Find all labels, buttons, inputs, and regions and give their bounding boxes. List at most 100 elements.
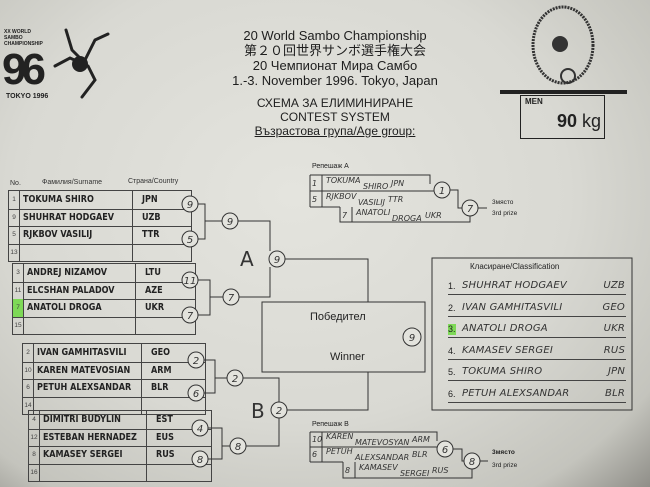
repechage-first-name: KAMASEV (359, 463, 398, 472)
competitor-country: GEO (151, 347, 171, 358)
competitor-country: EST (156, 414, 173, 425)
repechage-last-name: MATEVOSYAN (355, 438, 410, 447)
repechage-first-name: PETUH (326, 447, 353, 456)
seed-number: 7 (13, 299, 24, 317)
classification-country: UZB (603, 280, 625, 291)
competitor-country: ARM (151, 364, 172, 376)
repechage-a-prize-en: 3rd prize (492, 210, 518, 217)
competitor-country: AZE (145, 284, 163, 296)
classification-name: ANATOLI DROGA (462, 323, 548, 334)
logo-text: XX WORLD (4, 29, 31, 35)
classification-place: 1. (448, 281, 456, 291)
classification-country: UKR (603, 323, 625, 334)
bout-winner-circle: 7 (181, 306, 199, 324)
classification-place: 3. (448, 324, 456, 335)
classification-place: 6. (448, 388, 456, 399)
classification-country: JPN (607, 366, 625, 377)
bout-winner-circle: 7 (222, 288, 240, 306)
classification-place: 2. (448, 302, 456, 313)
bout-winner-number: 7 (467, 204, 474, 215)
bout-winner-circle: 11 (181, 271, 199, 289)
repechage-b-prize-bg: 3място (492, 449, 515, 456)
table-row: 13 (9, 243, 191, 261)
repechage-seed: 5 (312, 195, 318, 204)
repechage-a-prize-bg: 3място (492, 199, 514, 206)
classification-name: KAMASEV SERGEI (462, 344, 553, 356)
seed-number: 14 (23, 396, 34, 414)
classification-country: RUS (603, 344, 625, 356)
bout-winner-circle: 8 (229, 437, 247, 455)
bout-winner-circle: 8 (191, 450, 209, 468)
repechage-last-name: DROGA (392, 214, 422, 223)
repechage-b-title: Репешаж В (312, 421, 349, 428)
competitor-country: UKR (145, 302, 165, 313)
competitor-name: ESTEBAN HERNADEZ (43, 431, 137, 443)
dates: 1.-3. November 1996. Tokyo, Japan (232, 73, 438, 88)
classification-name: TOKUMA SHIRO (462, 366, 543, 377)
competitor-country: LTU (145, 267, 161, 278)
repechage-seed: 1 (312, 179, 318, 188)
repechage-country: ARM (412, 435, 430, 444)
seed-number: 13 (9, 243, 20, 261)
competitor-country: EUS (156, 431, 174, 443)
column-divider (135, 264, 136, 334)
repechage-last-name: SERGEI (400, 469, 430, 478)
classification-place: 5. (448, 367, 456, 377)
seed-number: 12 (29, 428, 40, 446)
bout-winner-number: 1 (439, 186, 445, 197)
repechage-seed: 6 (312, 450, 318, 459)
logo-text: SAMBO (4, 35, 23, 41)
bout-winner-number: 6 (193, 389, 199, 400)
classification-row: 5. TOKUMA SHIRO JPN (448, 364, 626, 381)
winner-label-en: Winner (330, 351, 365, 363)
competitor-name: ELCSHAN PALADOV (27, 284, 115, 296)
bout-winner-circle: 2 (187, 351, 205, 369)
competitor-country: UZB (142, 211, 161, 223)
bout-winner-number: 9 (409, 333, 415, 344)
weight-category-box: MEN 90 kg (520, 95, 605, 139)
title-en: 20 World Sambo Championship (243, 28, 427, 43)
bout-winner-circle: 1 (433, 181, 451, 199)
bout-winner-number: 8 (469, 457, 475, 468)
seed-number: 1 (9, 191, 20, 209)
bout-winner-circle: 9 (268, 250, 286, 268)
bout-winner-number: 8 (197, 455, 203, 466)
bout-winner-number: 7 (187, 311, 194, 322)
bout-winner-number: 4 (197, 424, 203, 435)
scheme-en: CONTEST SYSTEM (280, 110, 390, 124)
bout-winner-number: 2 (276, 406, 282, 417)
fias-emblem-icon (500, 5, 627, 94)
repechage-a-title: Репешаж А (312, 163, 349, 170)
repechage-first-name: RJKBOV (326, 192, 357, 201)
competitor-name: IVAN GAMHITASVILI (37, 347, 127, 358)
bout-winner-number: 2 (232, 374, 238, 385)
repechage-last-name: VASILIJ (358, 198, 386, 207)
competitor-name: RJKBOV VASILIJ (23, 229, 93, 240)
bout-winner-number: 9 (274, 255, 280, 266)
group-a-label: A (240, 247, 254, 271)
col-country: Страна/Country (128, 178, 179, 185)
wrestler-figures-icon (53, 28, 110, 99)
scheme-bg: СХЕМА ЗА ЕЛИМИНИРАНЕ (256, 96, 414, 110)
logo-96: 96 (2, 45, 46, 94)
bout-winner-number: 9 (187, 200, 193, 211)
bout-winner-circle: 9 (181, 195, 199, 213)
bout-winner-circle: 6 (187, 384, 205, 402)
weight-unit: kg (581, 111, 601, 131)
bout-winner-circle: 2 (270, 401, 288, 419)
repechage-country: BLR (412, 450, 428, 459)
repechage-seed: 10 (312, 435, 323, 444)
bout-winner-number: 2 (193, 356, 199, 367)
title-ru: 20 Чемпионат Мира Самбо (252, 58, 418, 73)
